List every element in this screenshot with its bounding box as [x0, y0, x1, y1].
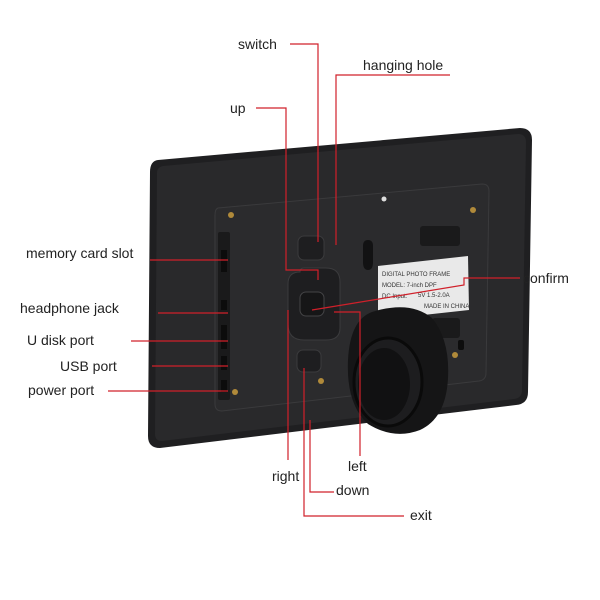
leader-up [256, 107, 319, 280]
confirm-button [299, 291, 325, 317]
memory-card-slot [221, 250, 227, 272]
plate-line-1: DIGITAL PHOTO FRAME [382, 272, 450, 278]
label-confirm: confirm [523, 270, 569, 286]
speaker-grille-top [420, 226, 460, 246]
label-switch: switch [238, 36, 277, 52]
usb-port [221, 356, 227, 370]
indicator-slot [458, 340, 464, 350]
screw-top-right [470, 207, 476, 213]
label-up: up [230, 100, 246, 116]
switch-button [297, 235, 325, 261]
screw-bottom-center [318, 378, 324, 384]
label-hanging-hole: hanging hole [363, 57, 443, 73]
leader-exit [303, 368, 404, 517]
frame-stand [347, 307, 449, 434]
plate-background [378, 256, 469, 320]
leader-down [309, 420, 334, 493]
photo-frame-device: DIGITAL PHOTO FRAME MODEL: 7-inch DPF DC… [148, 128, 532, 448]
plate-line-4: 5V 1.5-2.0A [418, 293, 450, 299]
plate-line-5: MADE IN CHINA [424, 304, 469, 310]
u-disk-port [221, 325, 227, 349]
keyhole-hanger [363, 240, 373, 270]
small-hole [381, 196, 387, 202]
rating-plate: DIGITAL PHOTO FRAME MODEL: 7-inch DPF DC… [378, 256, 469, 320]
label-left: left [348, 458, 367, 474]
plate-line-3: DC Input: [382, 294, 408, 300]
exit-button [296, 349, 322, 373]
screw-top-left [228, 212, 234, 218]
leader-confirm [311, 277, 520, 311]
headphone-jack [221, 300, 227, 310]
screw-bottom-left [232, 389, 238, 395]
leader-hanging-hole [335, 74, 450, 245]
label-usb-port: USB port [60, 358, 117, 374]
label-down: down [336, 482, 369, 498]
label-power-port: power port [28, 382, 94, 398]
label-headphone-jack: headphone jack [20, 300, 120, 316]
plate-line-2: MODEL: 7-inch DPF [382, 283, 437, 289]
label-memory-card-slot: memory card slot [26, 245, 133, 261]
leader-left [334, 311, 361, 456]
label-u-disk-port: U disk port [27, 332, 94, 348]
power-port [221, 380, 227, 392]
leader-switch [290, 43, 319, 242]
stand-inner [358, 348, 410, 420]
label-exit: exit [410, 507, 432, 523]
label-right: right [272, 468, 299, 484]
screw-bottom-right [452, 352, 458, 358]
leader-lines [108, 43, 520, 517]
callout-labels: switch hanging hole up memory card slot … [20, 36, 569, 523]
